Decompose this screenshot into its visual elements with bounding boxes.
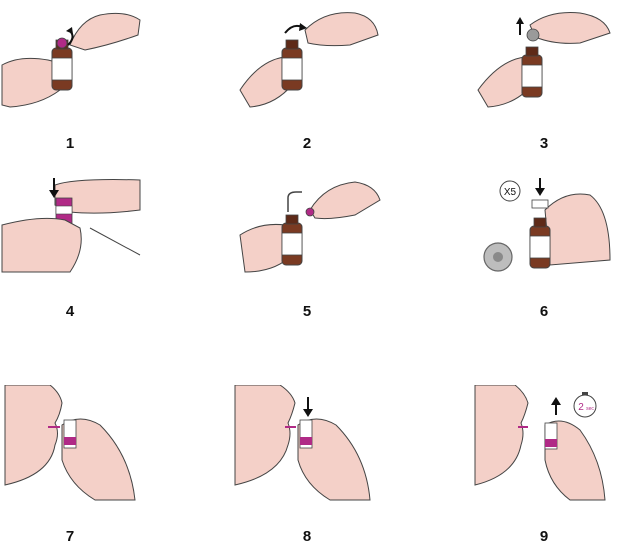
step-9-number: 9 — [539, 528, 549, 545]
step-8-number: 8 — [302, 528, 312, 545]
step-4-number: 4 — [65, 303, 75, 320]
hold-time-unit: sec — [586, 406, 594, 412]
step-7-number: 7 — [65, 528, 75, 545]
step-2-illustration — [230, 5, 400, 125]
step-4-illustration — [0, 170, 170, 290]
step-3-number: 3 — [539, 135, 549, 152]
step-8-illustration — [230, 385, 400, 505]
step-5-illustration — [230, 170, 400, 290]
step-6-number: 6 — [539, 303, 549, 320]
prime-count-label: X5 — [504, 187, 517, 198]
hold-time-value: 2 — [578, 402, 584, 413]
step-6-illustration: X5 — [470, 170, 620, 290]
step-1-illustration — [0, 5, 170, 125]
step-2-number: 2 — [302, 135, 312, 152]
step-7-illustration — [0, 385, 170, 505]
step-1-number: 1 — [65, 135, 75, 152]
step-3-illustration — [470, 5, 620, 125]
step-9-illustration: 2 sec — [470, 385, 620, 505]
step-5-number: 5 — [302, 303, 312, 320]
